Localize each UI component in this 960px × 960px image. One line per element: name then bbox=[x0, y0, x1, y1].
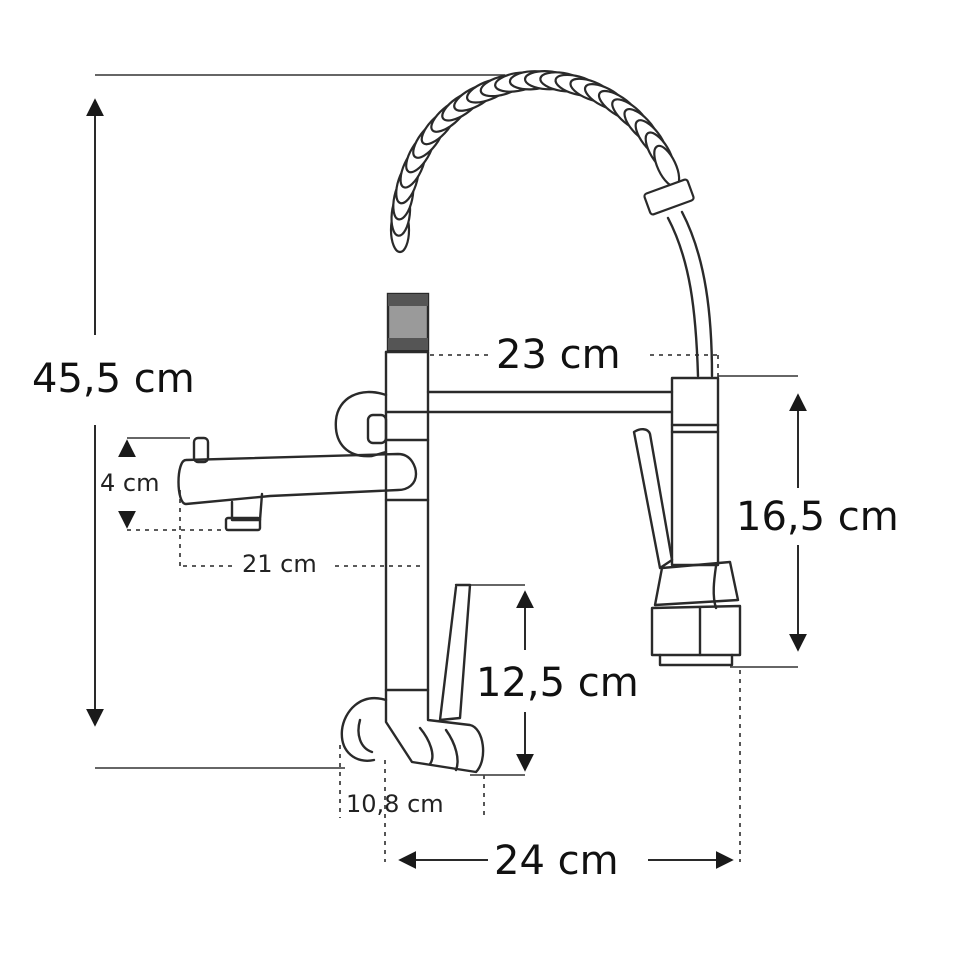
label-pot-filler-length: 21 cm bbox=[242, 550, 317, 578]
hose bbox=[666, 216, 700, 378]
horizontal-arm bbox=[426, 390, 674, 414]
label-overall-width: 24 cm bbox=[494, 838, 619, 884]
dimension-base-width bbox=[339, 745, 485, 818]
label-base-height: 12,5 cm bbox=[476, 660, 639, 706]
label-total-height: 45,5 cm bbox=[32, 356, 195, 402]
wall-mount-base bbox=[384, 688, 485, 774]
spray-lever bbox=[632, 428, 674, 570]
label-arm-width: 23 cm bbox=[496, 332, 621, 378]
valve-handle bbox=[438, 583, 472, 722]
label-base-width: 10,8 cm bbox=[346, 790, 444, 818]
dimension-pot-filler-length bbox=[179, 490, 420, 567]
pot-filler-spout bbox=[177, 452, 418, 506]
spray-head bbox=[653, 560, 740, 607]
spring-coil bbox=[389, 70, 681, 254]
dimension-arm-width bbox=[430, 354, 719, 378]
spray-head-holder bbox=[670, 376, 720, 567]
dimension-total-height bbox=[86, 74, 505, 769]
wall-bracket-top bbox=[334, 390, 388, 458]
dimension-head-height bbox=[718, 375, 807, 668]
dimension-base-height bbox=[470, 584, 534, 776]
faucet-illustration bbox=[177, 70, 742, 774]
label-head-height: 16,5 cm bbox=[736, 494, 899, 540]
dimension-pot-filler-height bbox=[118, 437, 230, 531]
dimension-overall-width bbox=[384, 670, 741, 869]
label-pot-filler-height: 4 cm bbox=[100, 469, 159, 497]
main-column bbox=[384, 350, 430, 692]
